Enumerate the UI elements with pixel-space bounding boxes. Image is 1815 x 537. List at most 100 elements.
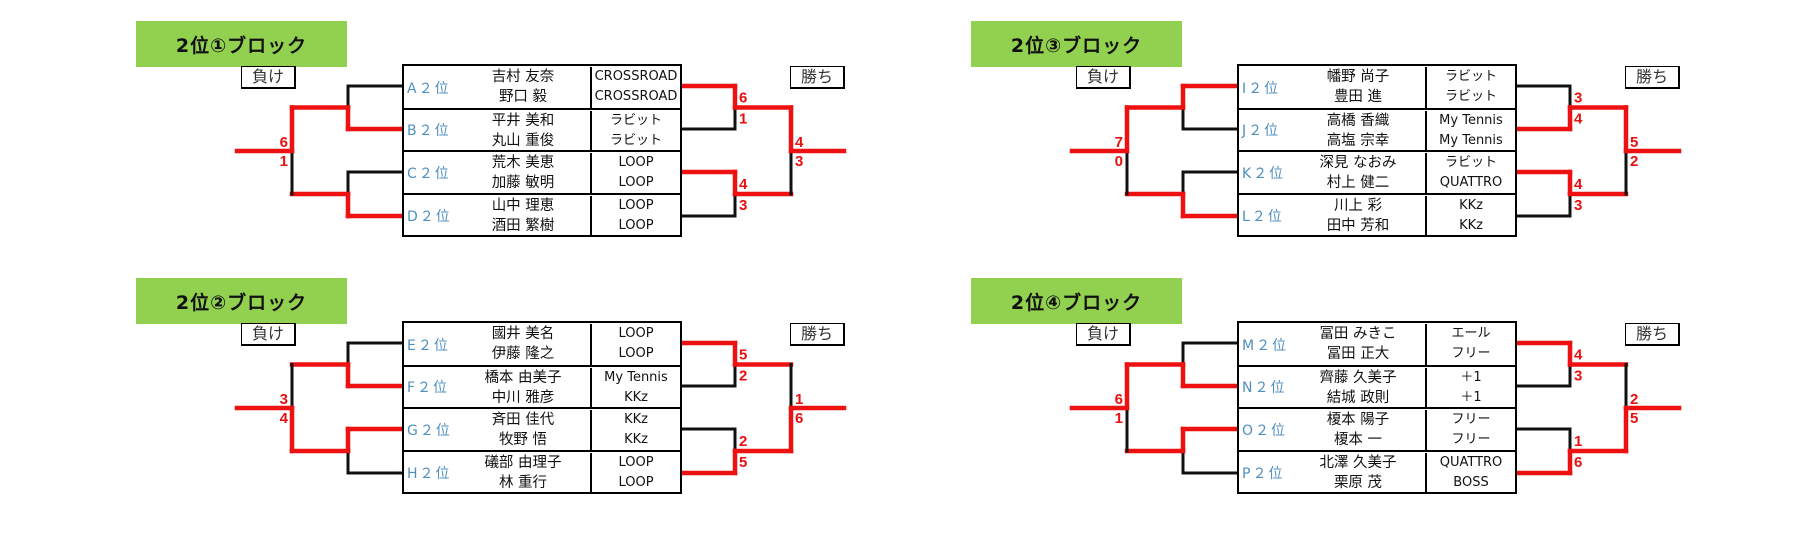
club-name: ＋1	[1460, 369, 1482, 385]
player-names: 山中 理恵酒田 繁樹	[456, 196, 590, 236]
player-name: 礒部 由理子	[484, 454, 562, 471]
right-final-score-bottom: 3	[795, 153, 803, 170]
right-final-score-top: 4	[795, 134, 804, 151]
club-name: KKz	[624, 412, 648, 428]
club-name: エール	[1451, 326, 1491, 341]
seed-label: H２位	[407, 465, 452, 482]
player-names: 川上 彩田中 芳和	[1291, 196, 1425, 236]
player-name: 高塩 宗幸	[1326, 132, 1390, 149]
player-names: 橋本 由美子中川 雅彦	[456, 368, 590, 408]
block-title: 2位④ブロック	[971, 278, 1182, 324]
seed-label: K２位	[1242, 165, 1286, 182]
player-names: 幡野 尚子豊田 進	[1291, 67, 1425, 107]
table-row: O２位榎本 陽子榎本 一フリーフリー	[1239, 407, 1515, 452]
club-name: ＋1	[1460, 389, 1482, 405]
player-name: 野口 毅	[498, 89, 548, 105]
block-title: 2位①ブロック	[136, 21, 347, 67]
club-name: LOOP	[618, 197, 654, 213]
player-name: 吉村 友奈	[491, 69, 555, 85]
club-name: LOOP	[618, 155, 654, 171]
player-name: 橋本 由美子	[484, 369, 562, 386]
right-round1-score-bottom: 5	[739, 454, 747, 471]
right-round1-score-top: 6	[739, 90, 747, 107]
left-final-score-bottom: 1	[1115, 410, 1123, 427]
player-name: 丸山 重俊	[491, 132, 555, 149]
club-name: CROSSROAD	[594, 89, 678, 104]
club-name: フリー	[1451, 346, 1491, 361]
club-name: CROSSROAD	[594, 69, 678, 84]
seed-label: I２位	[1242, 80, 1281, 97]
club-name: ラビット	[1444, 155, 1497, 171]
player-name: 結城 政則	[1326, 389, 1390, 406]
player-name: 國井 美名	[491, 326, 555, 342]
club-name: ラビット	[609, 112, 662, 128]
seed-label: P２位	[1242, 465, 1285, 482]
win-label: 勝ち	[790, 323, 845, 346]
table-row: N２位齊藤 久美子結城 政則＋1＋1	[1239, 364, 1515, 409]
player-names: 高橋 香織高塩 宗幸	[1291, 111, 1425, 151]
player-names: 齊藤 久美子結城 政則	[1291, 368, 1425, 408]
player-name: 冨田 みきこ	[1319, 326, 1397, 342]
player-name: 豊田 進	[1333, 89, 1383, 105]
player-name: 林 重行	[498, 474, 548, 491]
club-name: KKz	[1459, 217, 1483, 233]
club-name: QUATTRO	[1439, 175, 1503, 191]
player-name: 加藤 敏明	[491, 175, 555, 192]
right-round1-score-top: 4	[1574, 347, 1583, 364]
right-round1-score-bottom: 3	[739, 197, 747, 214]
club-names: ＋1＋1	[1425, 367, 1515, 409]
club-name: KKz	[624, 432, 648, 448]
club-names: ラビットラビット	[1425, 67, 1515, 111]
player-names: 冨田 みきこ冨田 正大	[1291, 324, 1425, 364]
right-round1-score-bottom: 4	[1574, 111, 1583, 128]
right-round1-score-top: 1	[1574, 433, 1582, 450]
left-final-score-top: 6	[280, 134, 288, 151]
right-round1-score-top: 4	[1574, 176, 1583, 193]
win-label: 勝ち	[1625, 323, 1680, 346]
seed-label: B２位	[407, 123, 451, 140]
seed-label: A２位	[407, 80, 451, 97]
lose-label: 負け	[1076, 323, 1131, 346]
seed-label: D２位	[407, 208, 452, 225]
player-name: 榎本 一	[1333, 432, 1383, 449]
left-final-score-bottom: 1	[280, 153, 288, 170]
right-round1-score-bottom: 1	[739, 111, 747, 128]
right-final-score-top: 2	[1630, 391, 1638, 408]
block-title: 2位③ブロック	[971, 21, 1182, 67]
seed-label: E２位	[407, 337, 450, 354]
player-name: 冨田 正大	[1326, 346, 1390, 362]
club-name: LOOP	[618, 474, 654, 490]
player-name: 中川 雅彦	[491, 389, 555, 406]
left-final-score-top: 6	[1115, 391, 1123, 408]
right-round1-score-bottom: 2	[739, 368, 747, 385]
player-name: 深見 なおみ	[1319, 155, 1397, 172]
player-name: 栗原 茂	[1333, 474, 1383, 491]
lose-label: 負け	[241, 323, 296, 346]
player-name: 荒木 美恵	[491, 155, 555, 172]
club-name: BOSS	[1453, 474, 1489, 490]
player-name: 齊藤 久美子	[1319, 369, 1397, 386]
player-names: 斉田 佳代牧野 悟	[456, 410, 590, 450]
right-round1-score-bottom: 3	[1574, 197, 1582, 214]
